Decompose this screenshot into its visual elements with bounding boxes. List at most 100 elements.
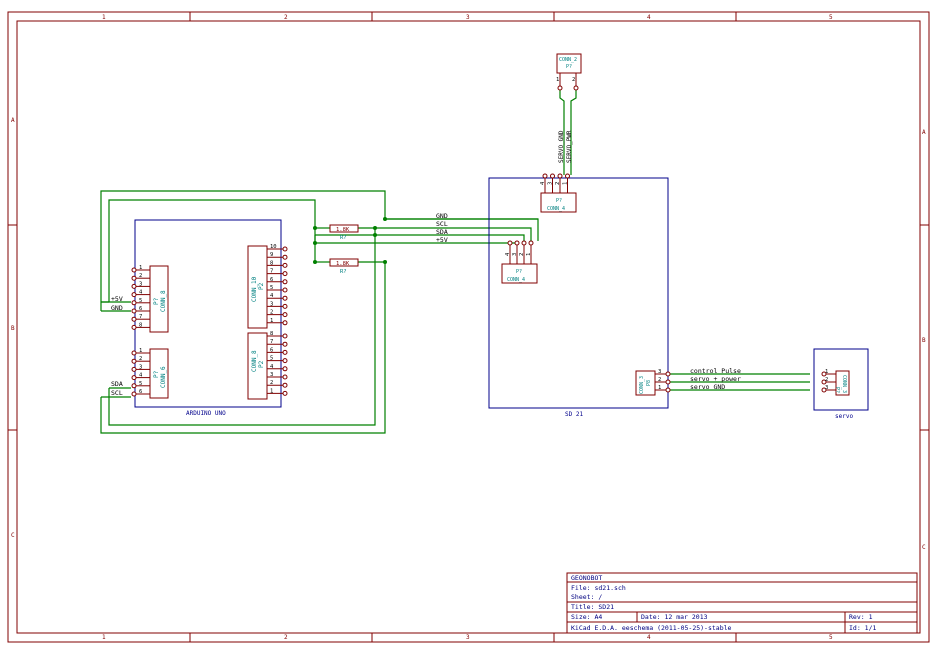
- wire-gnd-left: [100, 190, 539, 311]
- pin-end[interactable]: [282, 341, 288, 347]
- conn-6-left-value: CONN_6: [160, 366, 167, 388]
- p8-3-ref: P8: [646, 380, 652, 386]
- conn-p7-a-body[interactable]: [540, 192, 577, 213]
- pin-number: 4: [505, 252, 511, 256]
- resistors: [329, 224, 359, 267]
- pin-end[interactable]: [542, 173, 548, 179]
- pin-end[interactable]: [131, 275, 137, 281]
- row-marker-c-r: C: [922, 544, 926, 551]
- net-servo-power: servo + power: [690, 375, 741, 383]
- pin-end[interactable]: [557, 173, 563, 179]
- pin-end[interactable]: [131, 375, 137, 381]
- pin-end[interactable]: [131, 358, 137, 364]
- pin-end[interactable]: [131, 267, 137, 273]
- pin-end[interactable]: [131, 391, 137, 397]
- pin-end[interactable]: [282, 262, 288, 268]
- pin-end[interactable]: [565, 173, 570, 179]
- tb-file: File: sd21.sch: [571, 584, 626, 592]
- pin-number: 7: [270, 269, 273, 275]
- pin-end[interactable]: [282, 287, 288, 293]
- pin-end[interactable]: [131, 350, 137, 356]
- pin-end[interactable]: [821, 379, 827, 385]
- conn-p2-10-body[interactable]: [247, 245, 268, 329]
- arduino-uno-label: ARDUINO UNO: [186, 410, 226, 417]
- pin-end[interactable]: [282, 358, 288, 364]
- arduino-uno-body[interactable]: [134, 219, 282, 408]
- net-control-pulse: control Pulse: [690, 367, 741, 375]
- pin-end[interactable]: [557, 85, 563, 91]
- pin-end[interactable]: [665, 379, 671, 385]
- pin-end[interactable]: [282, 246, 288, 252]
- conn-8-left-ref: P?: [153, 297, 160, 305]
- resistor-r1[interactable]: [329, 224, 359, 233]
- pin-end[interactable]: [282, 279, 288, 285]
- sd21-body[interactable]: [488, 177, 669, 409]
- pin-end[interactable]: [665, 371, 671, 377]
- servo-body[interactable]: [813, 348, 869, 411]
- conn-p8-3-body[interactable]: [635, 370, 656, 396]
- pin-end[interactable]: [573, 85, 579, 91]
- pin-end[interactable]: [514, 240, 520, 246]
- frame-markers: 1 2 3 4 5 1 2 3 4 5 A B C A B C: [11, 14, 926, 641]
- pin-number: 2: [825, 377, 828, 383]
- conn-6-left-ref: P?: [153, 370, 160, 378]
- conn-8-left-body[interactable]: [149, 265, 169, 333]
- wire-5v-bus: [315, 241, 518, 244]
- conn-p7-top-body[interactable]: [556, 53, 582, 74]
- pin-end[interactable]: [282, 374, 288, 380]
- conn-p2-8-body[interactable]: [247, 332, 268, 400]
- pin-end[interactable]: [131, 292, 137, 298]
- pin-end[interactable]: [507, 240, 513, 246]
- pin-end[interactable]: [131, 383, 137, 389]
- pin-end[interactable]: [665, 387, 671, 393]
- wire-sda-bus: [315, 234, 525, 241]
- pin-end[interactable]: [282, 254, 288, 260]
- pin-end[interactable]: [131, 300, 137, 306]
- conn-p7-b-body[interactable]: [501, 263, 538, 284]
- pin-number: 1: [825, 369, 828, 375]
- wire-sda-loop: [108, 228, 376, 426]
- col-marker-2: 2: [284, 14, 288, 21]
- pin-number: 1: [139, 348, 142, 354]
- pin-end[interactable]: [131, 308, 137, 314]
- pin-number: 2: [519, 253, 525, 256]
- pin-number: 4: [270, 293, 274, 299]
- pin-end[interactable]: [821, 371, 827, 377]
- junction: [373, 233, 377, 237]
- pin-end[interactable]: [131, 366, 137, 372]
- pin-end[interactable]: [282, 271, 288, 277]
- pin-end[interactable]: [528, 240, 534, 246]
- title-block-text: GEONOBOT File: sd21.sch Sheet: / Title: …: [571, 574, 876, 632]
- net-servo-gnd-label: servo GND: [690, 383, 725, 391]
- pin-end[interactable]: [131, 316, 137, 322]
- pin-end[interactable]: [282, 295, 288, 301]
- conn-servo-body[interactable]: [835, 370, 850, 396]
- junction: [383, 217, 387, 221]
- row-marker-b-r: B: [922, 337, 926, 344]
- r2-value: 1.8K: [336, 261, 350, 267]
- pin-number: 1: [556, 77, 559, 83]
- connector-labels: CONN_2 P? P? CONN_4 P? CONN_4 CONN_3 P8 …: [153, 57, 847, 394]
- net-scl: SCL: [436, 220, 448, 228]
- pin-end[interactable]: [282, 349, 288, 355]
- conn-6-left-body[interactable]: [149, 348, 169, 399]
- pin-end[interactable]: [282, 366, 288, 372]
- pin-number: 4: [139, 373, 143, 379]
- resistor-r2[interactable]: [329, 258, 359, 267]
- pin-end[interactable]: [131, 324, 137, 330]
- pin-end[interactable]: [282, 390, 288, 396]
- pin-end[interactable]: [821, 387, 827, 393]
- pin-number: 4: [139, 290, 143, 296]
- pin-end[interactable]: [550, 173, 555, 179]
- sd21-label: SD 21: [565, 411, 583, 418]
- pin-end[interactable]: [282, 320, 288, 326]
- pin-end[interactable]: [282, 312, 288, 318]
- row-marker-a: A: [11, 117, 15, 124]
- pin-end[interactable]: [282, 382, 288, 388]
- pin-end[interactable]: [521, 240, 527, 246]
- pin-number: 6: [270, 347, 273, 353]
- pin-end[interactable]: [282, 303, 288, 309]
- wire-servo-pwr-a: [559, 88, 565, 175]
- pin-end[interactable]: [131, 283, 137, 289]
- pin-end[interactable]: [282, 333, 288, 339]
